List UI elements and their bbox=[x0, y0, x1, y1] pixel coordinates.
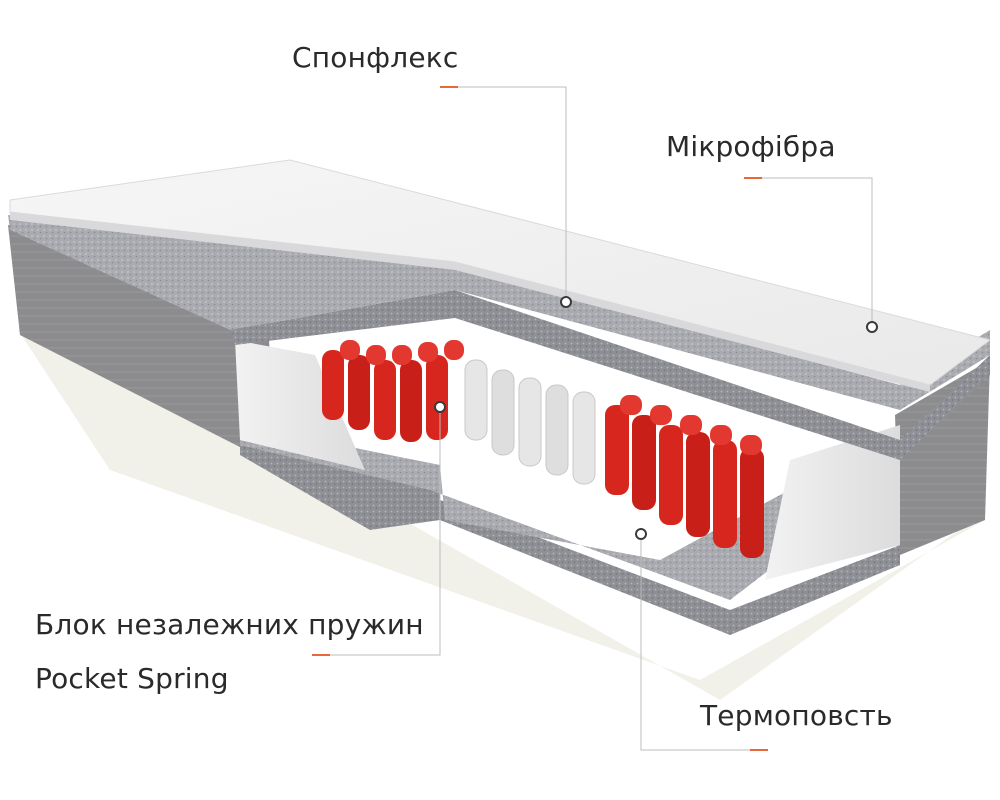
white-springs-middle bbox=[464, 359, 596, 485]
marker-pocket bbox=[434, 401, 446, 413]
leader-sponflex bbox=[445, 86, 567, 300]
upper-felt-layer bbox=[230, 290, 990, 460]
leader-thermofelt bbox=[640, 534, 768, 751]
label-thermofelt: Термоповсть bbox=[700, 699, 893, 732]
accent-dash-microfiber bbox=[744, 177, 762, 179]
lower-felt-cross-section bbox=[240, 425, 900, 600]
accent-dash-thermofelt bbox=[750, 749, 768, 751]
leader-pocket bbox=[313, 407, 441, 656]
leader-lines bbox=[313, 86, 873, 751]
sponflex-layer bbox=[8, 215, 990, 410]
top-quilted-edge bbox=[10, 212, 930, 392]
label-sponflex: Спонфлекс bbox=[292, 41, 459, 74]
marker-thermofelt bbox=[635, 528, 647, 540]
red-springs-right bbox=[605, 395, 764, 558]
marker-sponflex bbox=[560, 296, 572, 308]
marker-dots bbox=[434, 296, 878, 540]
accent-dash-pocket bbox=[312, 654, 330, 656]
label-pocket-line2: Pocket Spring bbox=[35, 662, 229, 695]
mattress-side-right bbox=[895, 360, 990, 555]
leader-microfiber bbox=[748, 177, 873, 326]
accent-dash-sponflex bbox=[440, 86, 458, 88]
red-springs-left bbox=[322, 340, 464, 442]
label-microfiber: Мікрофібра bbox=[666, 130, 836, 163]
label-pocket-line1: Блок незалежних пружин bbox=[35, 608, 424, 641]
foam-edge-right bbox=[765, 425, 900, 580]
foam-edge-left bbox=[235, 340, 365, 470]
marker-microfiber bbox=[866, 321, 878, 333]
